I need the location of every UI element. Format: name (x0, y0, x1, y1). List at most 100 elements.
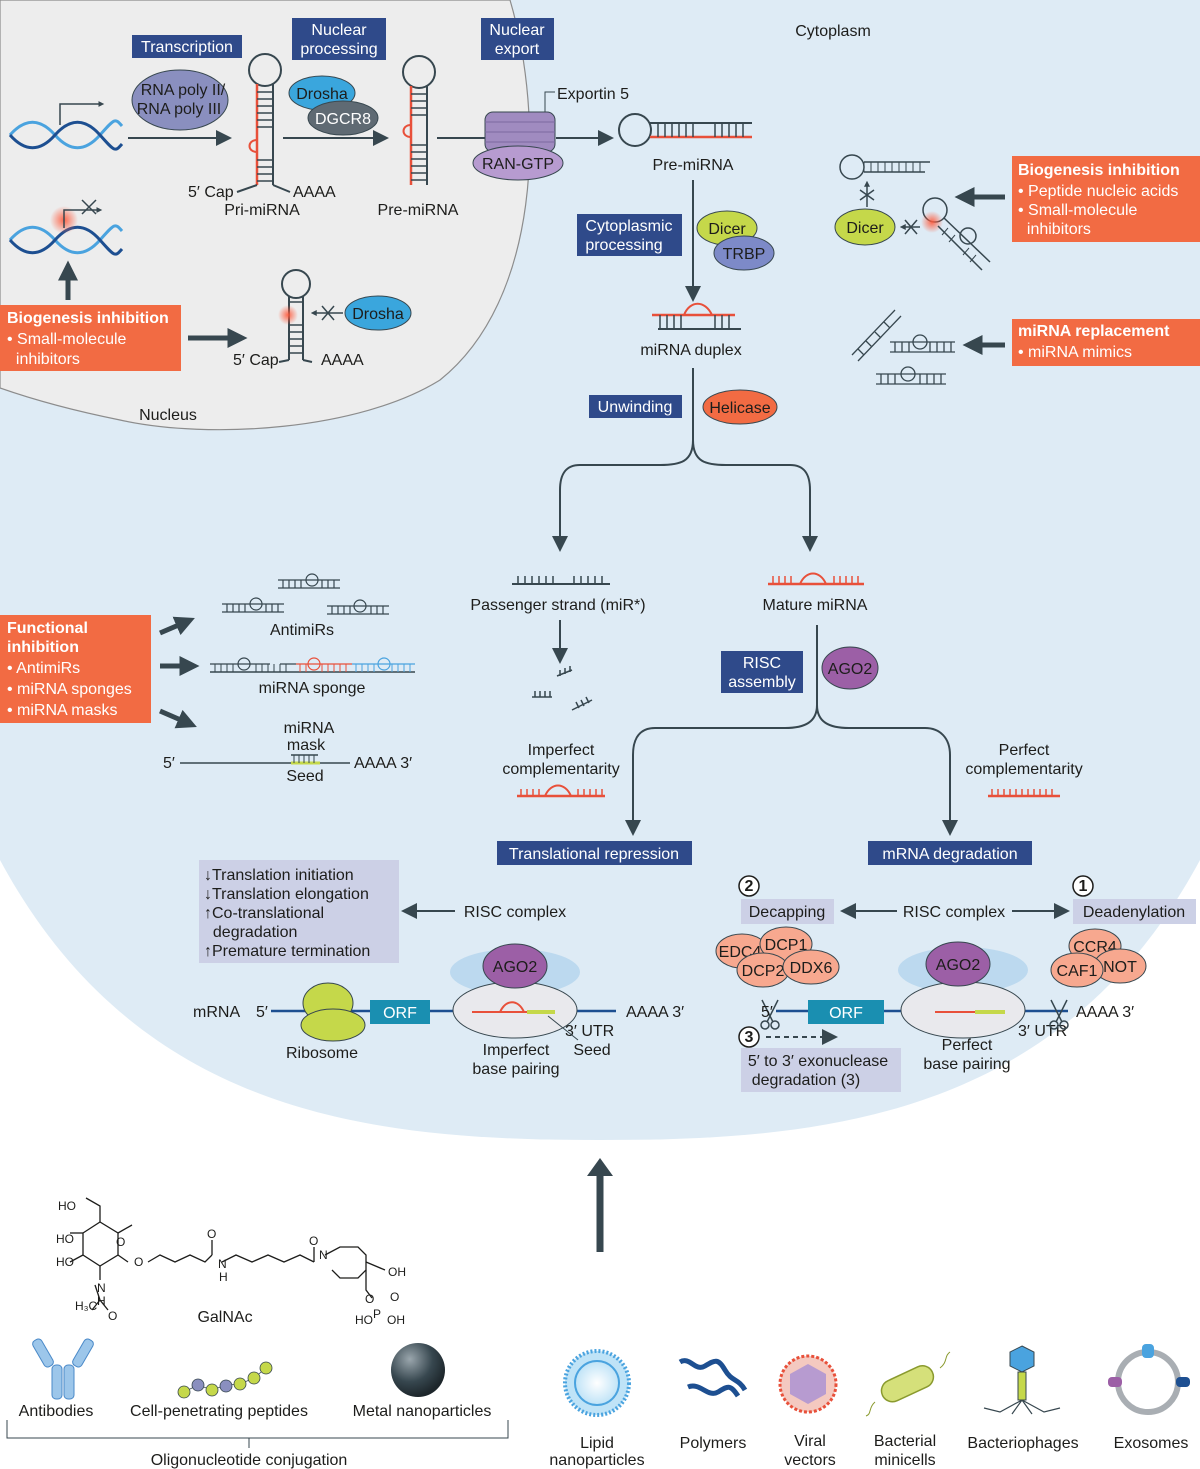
functional-inhibition-title-1: Functional (7, 620, 88, 637)
translational-repression-label: Translational repression (509, 846, 679, 863)
lipid-nanoparticle-icon (563, 1349, 631, 1417)
chem-h-2: H (219, 1270, 228, 1284)
right-ago2-oval (925, 941, 991, 987)
chem-p: P (373, 1307, 381, 1321)
chem-n-pip: N (319, 1248, 328, 1262)
risc-assembly-step-box (721, 651, 803, 693)
viral-vector-icon (778, 1354, 838, 1414)
cytoplasm-label: Cytoplasm (795, 23, 871, 40)
cytoplasmic-processing-line2: processing (585, 237, 662, 254)
left-utr-label: 3′ UTR (565, 1023, 614, 1040)
ddx6-label: DDX6 (790, 960, 833, 977)
chem-n-2: N (218, 1257, 227, 1271)
polymers-icon (678, 1358, 748, 1398)
translation-effect-1: ↓Translation initiation (204, 867, 354, 884)
right-scissors-icon (1049, 999, 1069, 1030)
biogenesis-nucleus-title: Biogenesis inhibition (7, 310, 169, 327)
ribosome-label: Ribosome (286, 1045, 358, 1062)
decapping-label: Decapping (749, 904, 826, 921)
pre-mirna-hairpin-icon (402, 55, 436, 185)
antimirs-label: AntimiRs (270, 622, 334, 639)
exonuclease-line1: 5′ to 3′ exonuclease (748, 1053, 888, 1070)
exportin-pore-icon (484, 111, 556, 153)
antibody-icon (32, 1338, 94, 1400)
vehicle-lipid-line1: Lipid (580, 1435, 614, 1452)
right-risc-complex-icon (898, 947, 1028, 1039)
mrna-degradation-box (868, 841, 1032, 865)
functional-inhibition-item-2: • miRNA sponges (7, 681, 132, 698)
pri-mirna-hairpin-icon (236, 53, 291, 193)
perfect-comp-line2: complementarity (965, 761, 1082, 778)
nucleus-label: Nucleus (139, 407, 197, 424)
unwinding-step-box (589, 395, 682, 418)
biogenesis-cytoplasm-title: Biogenesis inhibition (1018, 162, 1180, 179)
mirna-mask-line2: mask (287, 737, 326, 754)
left-orf-box (370, 1000, 430, 1024)
right-five-prime-label: 5′ (761, 1004, 773, 1021)
right-orf-label: ORF (829, 1005, 863, 1022)
step-2-number: 2 (745, 878, 754, 895)
metal-nanoparticle-icon (391, 1343, 445, 1397)
nuclear-processing-line2: processing (300, 41, 377, 58)
vehicle-exosomes-label: Exosomes (1114, 1435, 1189, 1452)
chem-o-p: O (365, 1292, 374, 1306)
conjugate-metal-label: Metal nanoparticles (353, 1403, 492, 1420)
risc-complex-left-label: RISC complex (464, 904, 566, 921)
step-2-marker (738, 875, 760, 897)
perfect-bp-line1: Perfect (942, 1037, 993, 1054)
right-utr-label: 3′ UTR (1018, 1023, 1067, 1040)
left-ago2-label: AGO2 (493, 959, 538, 976)
nuclear-processing-step-box (292, 18, 386, 60)
mrna-degradation-label: mRNA degradation (882, 846, 1017, 863)
chem-o-eq: O (390, 1290, 399, 1304)
chem-n-1: N (97, 1281, 106, 1295)
delivery-arrow-head (587, 1158, 613, 1176)
cytoplasm-pre-mirna-label: Pre-miRNA (653, 157, 734, 174)
mirna-replacement-title: miRNA replacement (1018, 323, 1170, 340)
caf1-oval (1050, 952, 1104, 988)
vehicle-viral-line1: Viral (794, 1433, 826, 1450)
biogenesis-cytoplasm-item-2: • Small-molecule (1018, 202, 1138, 219)
perfect-comp-line1: Perfect (999, 742, 1050, 759)
cytoplasmic-processing-line1: Cytoplasmic (585, 218, 672, 235)
deadenylation-box (1073, 899, 1196, 924)
blocked-dicer-oval (834, 208, 896, 246)
pri-five-cap-label: 5′ Cap (188, 184, 234, 201)
ago2-oval (821, 646, 879, 690)
mirna-mask-line1: miRNA (284, 720, 335, 737)
chem-o-ring: O (116, 1235, 125, 1249)
exportin-label: Exportin 5 (557, 86, 629, 103)
conjugate-peptides-label: Cell-penetrating peptides (130, 1403, 308, 1420)
cytoplasmic-pre-mirna-icon (618, 113, 752, 147)
imperfect-comp-line2: complementarity (502, 761, 619, 778)
conjugation-bracket (6, 1420, 509, 1439)
imperfect-bp-line1: Imperfect (483, 1042, 550, 1059)
nuclear-export-line2: export (495, 41, 540, 58)
vehicle-polymers-label: Polymers (680, 1435, 747, 1452)
conjugate-antibodies-label: Antibodies (19, 1403, 94, 1420)
rna-poly-line2: RNA poly III (137, 101, 221, 118)
drosha-label: Drosha (296, 86, 348, 103)
chem-o-link: O (134, 1255, 143, 1269)
dicer-label: Dicer (708, 221, 746, 238)
trbp-label: TRBP (723, 246, 766, 263)
left-aaaa3-label: AAAA 3′ (626, 1004, 684, 1021)
cell-penetrating-peptides-icon (177, 1361, 273, 1399)
degraded-fragments-icon (532, 666, 593, 711)
mask-aaaa3-label: AAAA 3′ (354, 755, 412, 772)
mrna-label: mRNA (193, 1004, 240, 1021)
right-aaaa3-label: AAAA 3′ (1076, 1004, 1134, 1021)
bacteriophage-icon (983, 1345, 1061, 1415)
translational-repression-box (497, 841, 692, 865)
exonuclease-line2: degradation (3) (752, 1072, 861, 1089)
perfect-bp-line2: base pairing (923, 1056, 1010, 1073)
left-ago2-oval (482, 943, 548, 989)
pri-aaaa-label: AAAA (293, 184, 336, 201)
risc-assembly-line2: assembly (728, 674, 796, 691)
functional-inhibition-item-3: • miRNA masks (7, 702, 118, 719)
mirna-mimics-icon (851, 309, 955, 385)
chem-o-carbonyl: O (108, 1309, 117, 1323)
bacterial-minicell-icon (865, 1351, 951, 1417)
